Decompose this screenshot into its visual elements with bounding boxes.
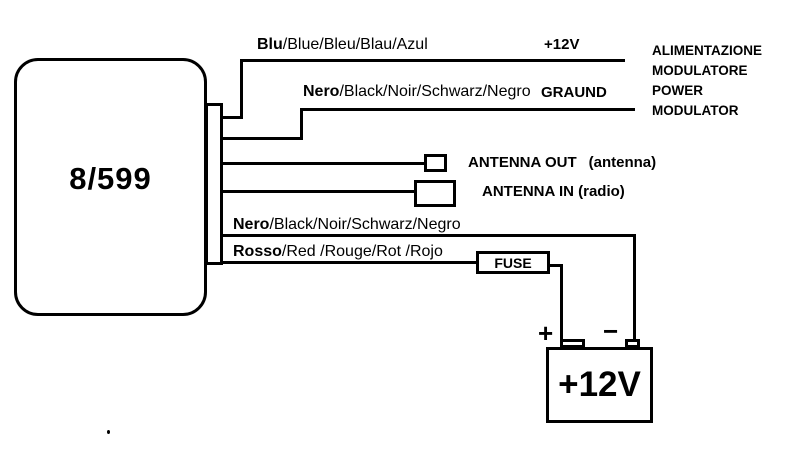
wire-label-ground-bold: Nero: [303, 83, 340, 100]
wire-label-ground: Nero/Black/Noir/Schwarz/Negro: [303, 83, 531, 101]
tag-graund: GRAUND: [541, 84, 607, 101]
battery-terminal-plus: [560, 339, 585, 348]
wire-antenna-out: [220, 162, 426, 165]
wire-blue-stub: [220, 116, 243, 119]
annotation-line-3: POWER: [652, 83, 704, 98]
battery-box: +12V: [546, 347, 653, 423]
battery-terminal-minus: [625, 339, 640, 348]
modulator-box: 8/599: [14, 58, 207, 316]
device-connector-block: [205, 103, 223, 265]
wire-red-drop: [560, 264, 563, 341]
wire-label-ground2-bold: Nero: [233, 216, 270, 233]
tag-plus12v: +12V: [544, 36, 580, 53]
device-model-label: 8/599: [69, 161, 152, 196]
label-antenna-out: ANTENNA OUT (antenna): [468, 154, 656, 171]
battery-voltage-label: +12V: [558, 365, 641, 404]
wire-blue-riser: [240, 59, 243, 119]
battery-plus-sign: +: [538, 318, 554, 348]
wire-ground-run: [300, 108, 635, 111]
power-annotation: ALIMENTAZIONE MODULATORE POWER MODULATOR: [652, 41, 762, 121]
label-antenna-in: ANTENNA IN (radio): [482, 183, 625, 200]
stray-dot: [107, 430, 110, 434]
wire-label-ground2-rest: /Black/Noir/Schwarz/Negro: [269, 216, 461, 233]
fuse-box: FUSE: [476, 251, 550, 274]
wire-ground2-drop: [633, 234, 636, 341]
wire-blue-run: [240, 59, 625, 62]
battery-minus-sign: −: [603, 316, 619, 346]
wire-label-blue-rest: /Blue/Bleu/Blau/Azul: [282, 36, 428, 53]
label-antenna-out-note: (antenna): [588, 154, 657, 171]
fuse-label: FUSE: [494, 254, 532, 271]
antenna-out-connector: [424, 154, 447, 172]
wire-ground2-run: [220, 234, 636, 237]
label-antenna-out-main: ANTENNA OUT: [468, 154, 577, 171]
wire-red-stub: [547, 264, 563, 267]
wire-label-red-bold: Rosso: [233, 243, 282, 260]
wire-label-blue: Blu/Blue/Bleu/Blau/Azul: [257, 36, 428, 54]
wire-label-ground2: Nero/Black/Noir/Schwarz/Negro: [233, 216, 461, 234]
wire-ground-stub: [220, 137, 303, 140]
wire-label-blue-bold: Blu: [257, 36, 283, 53]
annotation-line-2: MODULATORE: [652, 63, 748, 78]
annotation-line-4: MODULATOR: [652, 103, 739, 118]
annotation-line-1: ALIMENTAZIONE: [652, 43, 762, 58]
antenna-in-connector: [414, 180, 456, 207]
wire-label-ground-rest: /Black/Noir/Schwarz/Negro: [339, 83, 531, 100]
wire-antenna-in: [220, 190, 416, 193]
wire-red-run: [220, 261, 478, 264]
wire-ground-riser: [300, 108, 303, 140]
wire-label-red-rest: /Red /Rouge/Rot /Rojo: [281, 243, 443, 260]
wire-label-red: Rosso/Red /Rouge/Rot /Rojo: [233, 243, 443, 261]
